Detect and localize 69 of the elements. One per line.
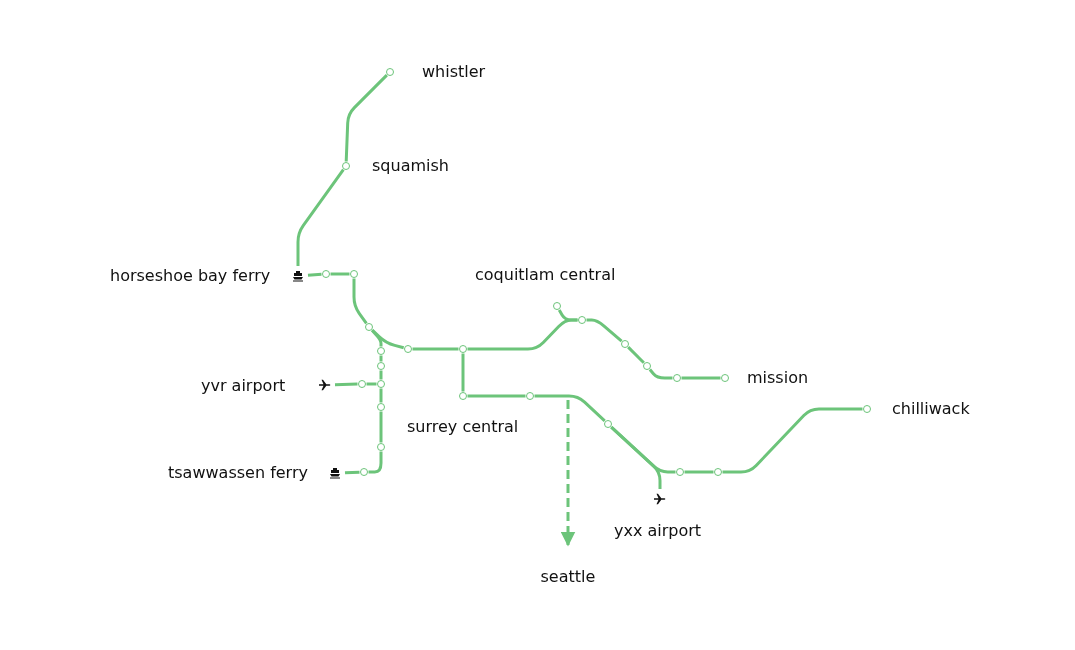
station-label: tsawwassen ferry [168,463,308,483]
station-circle [862,404,871,413]
transit-line [461,353,465,392]
transit-line [344,470,360,475]
transit-line [648,368,673,380]
transit-line [681,376,721,380]
transit-line [379,388,383,403]
ship-icon [329,467,341,479]
transit-line [534,394,606,422]
station-circle [603,419,612,428]
transit-line [586,318,623,343]
station-circle [672,373,681,382]
station-circle [552,301,561,310]
transit-line [379,411,383,443]
station-label: chilliwack [892,399,970,419]
transit-line [344,74,388,162]
plane-icon [654,493,666,505]
station-label: horseshoe bay ferry [110,266,271,286]
plane-icon [319,379,331,391]
station-circle [713,467,722,476]
station-circle [620,339,629,348]
station-circle [525,391,534,400]
station-label: mission [747,368,809,388]
transit-line [307,272,322,277]
station-circle [675,467,684,476]
station-circle [376,442,385,451]
station-circle [376,379,385,388]
station-circle [720,373,729,382]
station-circle [385,67,394,76]
station-circle [642,361,651,370]
transit-line [627,346,645,364]
station-label: squamish [372,156,449,176]
transit-line [330,272,350,276]
station-circle [376,361,385,370]
transit-line [371,329,405,350]
station-label: yxx airport [614,521,702,541]
station-circle [359,467,368,476]
transit-line [296,168,345,266]
station-circle [341,161,350,170]
transit-line [684,470,714,474]
transit-line [722,407,863,474]
dashed-arrow [560,400,576,547]
station-circle [364,322,373,331]
station-circle [349,269,358,278]
transit-line [379,355,383,362]
transit-line [334,382,358,387]
transit-line [370,329,383,347]
transit-line [366,382,377,386]
station-circle [376,346,385,355]
transit-line [352,278,368,325]
station-circle [577,315,586,324]
transit-line [557,309,578,322]
station-circle [403,344,412,353]
station-circle [458,344,467,353]
station-circle [458,391,467,400]
station-circle [321,269,330,278]
transit-line [368,451,383,474]
transit-line [379,370,383,380]
station-label: surrey central [407,417,519,437]
station-label: coquitlam central [475,265,616,285]
station-label: whistler [422,62,486,82]
ship-icon [292,270,304,282]
transit-line [467,394,526,398]
station-circle [357,379,366,388]
station-label: yvr airport [201,376,286,396]
transit-line [412,347,459,351]
destination-label: seattle [540,567,596,587]
transit-line [610,425,662,489]
station-circle [376,402,385,411]
